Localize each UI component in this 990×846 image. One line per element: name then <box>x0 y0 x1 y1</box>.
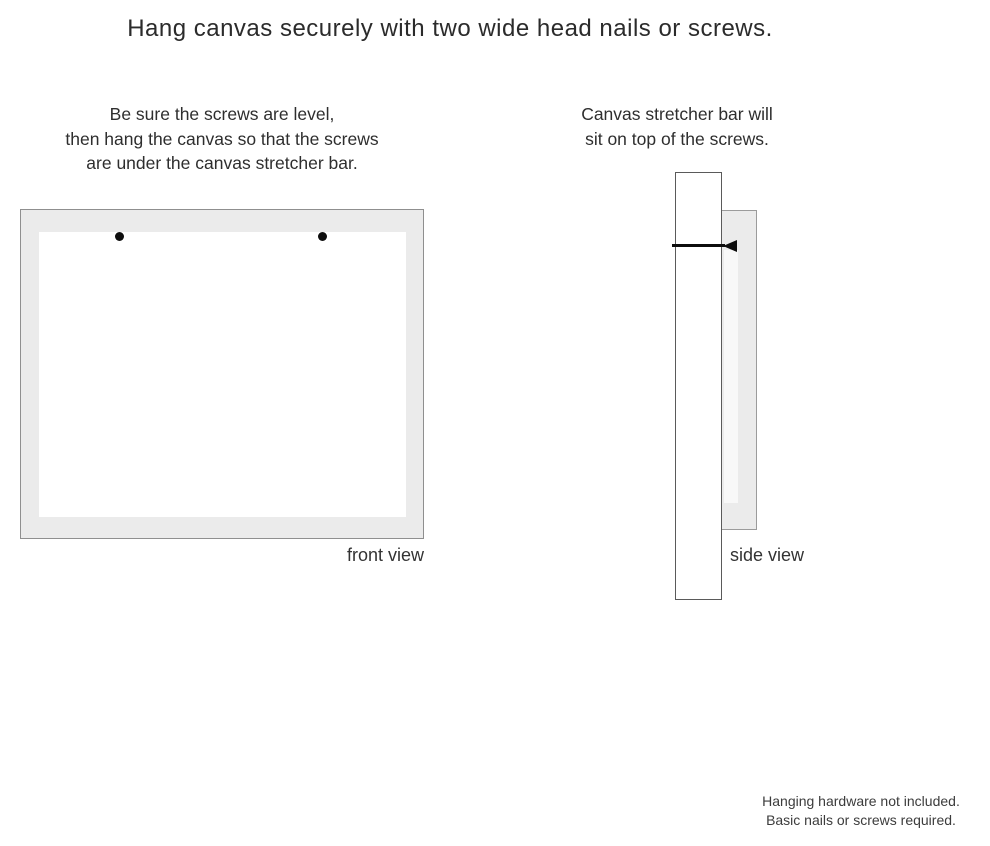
nail-head-icon <box>723 240 737 252</box>
side-view-instructions: Canvas stretcher bar will sit on top of … <box>552 102 802 151</box>
canvas-face <box>39 232 406 517</box>
screw-head-icon <box>115 232 124 241</box>
front-instruction-line-2: then hang the canvas so that the screws <box>65 128 379 149</box>
page-title: Hang canvas securely with two wide head … <box>127 15 773 42</box>
side-view-label: side view <box>730 545 805 565</box>
front-instruction-line-3: are under the canvas stretcher bar. <box>86 153 358 173</box>
hardware-footnote: Hanging hardware not included. Basic nai… <box>748 792 974 830</box>
footnote-line-2: Basic nails or screws required. <box>766 812 956 828</box>
screw-head-icon <box>318 232 327 241</box>
side-instruction-line-2: sit on top of the screws. <box>585 128 769 149</box>
front-instruction-line-1: Be sure the screws are level, <box>109 104 335 124</box>
wall-bar <box>675 172 722 600</box>
side-instruction-line-1: Canvas stretcher bar will <box>581 104 773 124</box>
nail-icon <box>672 244 725 247</box>
front-view-label: front view <box>346 545 424 565</box>
canvas-recess <box>724 250 738 503</box>
footnote-line-1: Hanging hardware not included. <box>762 793 960 809</box>
front-view-instructions: Be sure the screws are level, then hang … <box>22 102 422 176</box>
